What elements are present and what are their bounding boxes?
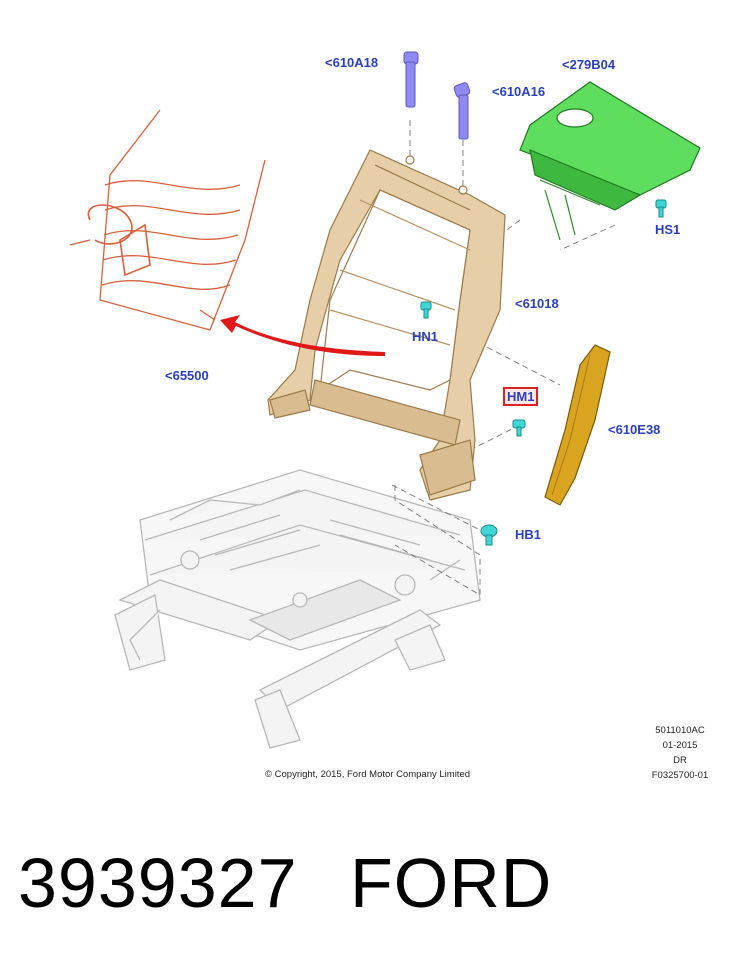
figure-dr: DR [673, 755, 687, 766]
clip-HN1 [420, 301, 432, 319]
callout-HB1: HB1 [515, 527, 542, 542]
bolt-610A16 [453, 82, 471, 140]
seat-back-exploded-diagram [69, 51, 701, 749]
headrest-guide-cover-279B04 [519, 81, 701, 241]
callout-610A18: <610A18 [325, 55, 379, 70]
clip-HS1 [655, 199, 667, 218]
clip-HM1 [512, 419, 526, 437]
bolt-610A18 [403, 51, 419, 108]
brand-name: FORD [350, 844, 553, 922]
side-pad-610E38 [544, 344, 611, 506]
figure-code: 5011010AC [655, 725, 705, 736]
clip-HB1 [480, 524, 498, 546]
figure-date: 01-2015 [662, 740, 698, 751]
part-number: 3939327 [18, 844, 298, 922]
figure-number: F0325700-01 [651, 770, 709, 781]
callout-65500: <65500 [165, 368, 209, 383]
callout-61018: <61018 [515, 296, 559, 311]
direction-arrow [220, 315, 385, 356]
seat-back-frame [267, 149, 506, 501]
callout-HM1: HM1 [503, 387, 539, 406]
callout-279B04: <279B04 [562, 57, 616, 72]
callout-610A16: <610A16 [492, 84, 546, 99]
callout-HN1: HN1 [412, 329, 439, 344]
wire-suspension-65500 [69, 109, 266, 331]
seat-track-assembly [114, 469, 481, 749]
callout-HS1: HS1 [655, 222, 681, 237]
copyright-text: © Copyright, 2015, Ford Motor Company Li… [265, 769, 471, 780]
callout-610E38: <610E38 [608, 422, 661, 437]
figure-info: 5011010AC 01-2015 DR F0325700-01 [650, 723, 710, 783]
